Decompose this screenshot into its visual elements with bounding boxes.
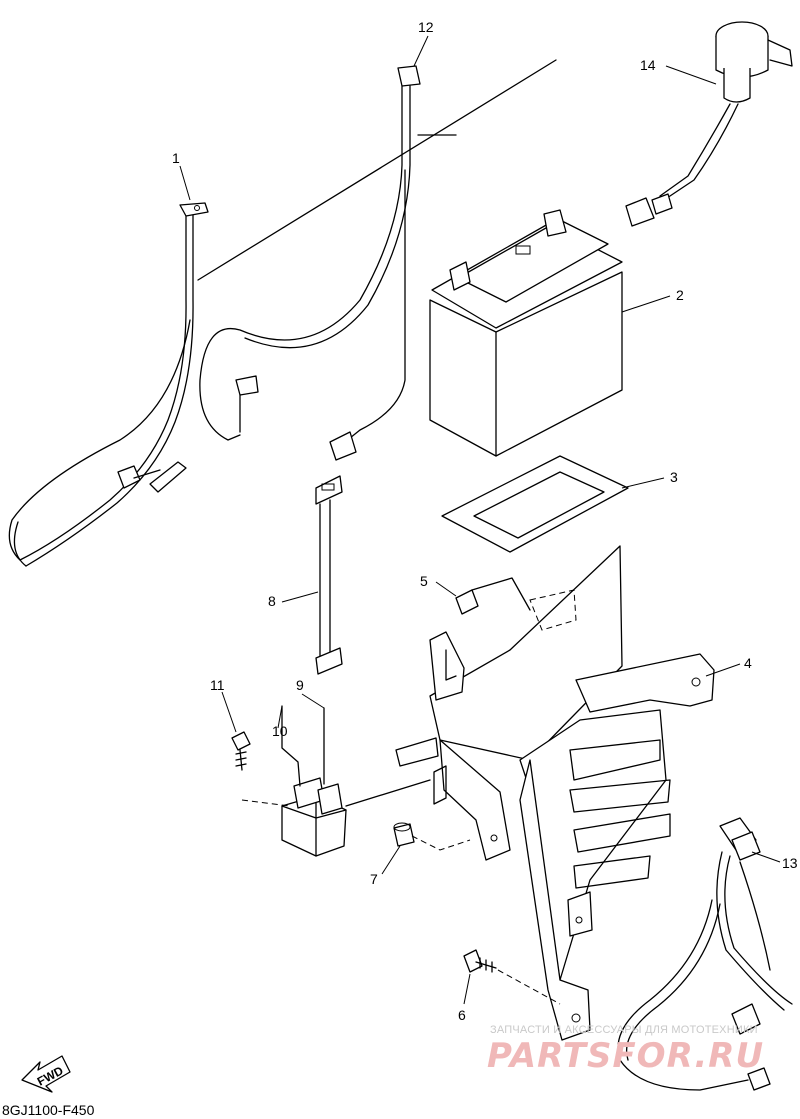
callout-4: 4 [744, 655, 752, 671]
callout-14: 14 [640, 57, 656, 73]
part-8-battery-band [315, 475, 343, 675]
callout-labels: 1 2 3 4 5 6 7 8 9 10 11 12 13 14 [172, 19, 798, 1023]
part-5-damper [455, 577, 531, 615]
callout-8: 8 [268, 593, 276, 609]
part-7-collar [393, 822, 415, 847]
callout-13: 13 [782, 855, 798, 871]
leader-line-harness [197, 59, 557, 281]
callout-1: 1 [172, 150, 180, 166]
part-4-battery-box [395, 545, 715, 1041]
part-1-wire-lead [8, 202, 209, 567]
callout-6: 6 [458, 1007, 466, 1023]
part-12-wire-harness [199, 65, 421, 461]
part-14-accessory-socket [625, 21, 793, 227]
part-6-bolt [463, 949, 497, 973]
callout-12: 12 [418, 19, 434, 35]
part-13-sub-harness [617, 817, 793, 1091]
watermark-brand: PARTSFOR.RU [487, 1036, 765, 1076]
callout-leaders [179, 35, 781, 1005]
callout-10: 10 [272, 723, 288, 739]
callout-3: 3 [670, 469, 678, 485]
callout-11: 11 [210, 677, 225, 693]
callout-2: 2 [676, 287, 684, 303]
callout-7: 7 [370, 871, 378, 887]
callout-9: 9 [296, 677, 304, 693]
fwd-direction-arrow: FWD [21, 1055, 71, 1093]
part-3-battery-pad [441, 455, 629, 553]
diagram-part-code: 8GJ1100-F450 [2, 1102, 95, 1118]
leader-bolt-6 [497, 969, 561, 1005]
part-2-battery [429, 209, 623, 457]
watermark-tagline: ЗАПЧАСТИ И АКСЕССУАРЫ ДЛЯ МОТОТЕХНИКИ [490, 1024, 758, 1036]
part-9-10-starter-relay [281, 705, 347, 857]
leader-relay-left [241, 799, 291, 807]
part-11-bolt [231, 731, 251, 771]
leader-collar [411, 835, 471, 851]
leader-relay-right [345, 779, 431, 807]
callout-5: 5 [420, 573, 428, 589]
